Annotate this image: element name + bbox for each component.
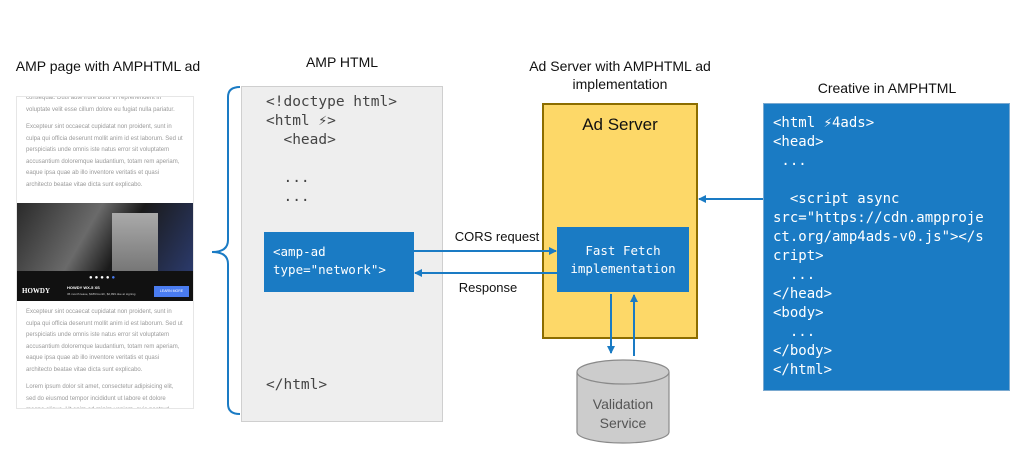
ad-banner: ●●●●● HOWDY HOWDY WX-5 XS 36 month lease… <box>17 203 193 301</box>
amp-html-title: AMP HTML <box>305 54 379 70</box>
fast-fetch-box: Fast Fetch implementation <box>557 227 689 292</box>
ad-server-title-1: Ad Server with AMPHTML ad <box>529 58 711 74</box>
amp-page-title: AMP page with AMPHTML ad <box>15 58 201 74</box>
car-photo-panel <box>112 213 158 271</box>
amp-page-mockup: consequat. Duis aute irure dolor in repr… <box>16 96 194 409</box>
validation-cylinder <box>576 359 670 444</box>
validation-service-label: Validation Service <box>592 396 654 431</box>
brace <box>211 86 241 415</box>
learn-more-button[interactable]: LEARN MORE <box>154 286 189 297</box>
code-line: <html ⚡> <box>266 113 336 129</box>
creative-code: <html ⚡4ads> <head> ... <script async sr… <box>773 115 984 378</box>
lorem-paragraph: Excepteur sint occaecat cupidatat non pr… <box>26 309 183 373</box>
ad-brand: HOWDY <box>22 287 50 295</box>
lorem-paragraph: Lorem ipsum dolor sit amet, consectetur … <box>26 384 174 408</box>
code-line: <!doctype html> <box>266 94 397 110</box>
carousel-dots[interactable]: ●●●●● <box>89 275 118 281</box>
code-line: ... <box>266 189 310 205</box>
code-line: ... <box>266 170 310 186</box>
lorem-paragraph: consequat. Duis aute irure dolor in repr… <box>26 96 175 113</box>
ad-headline: HOWDY WX-5 XS <box>67 285 100 290</box>
lorem-paragraph: Excepteur sint occaecat cupidatat non pr… <box>26 124 183 188</box>
amp-ad-element: <amp-ad type="network"> <box>264 232 414 292</box>
response-label: Response <box>458 280 518 295</box>
ad-server-box: Ad Server <box>542 103 698 339</box>
ad-footer: HOWDY HOWDY WX-5 XS 36 month lease, $189… <box>17 283 193 301</box>
ad-server-title-2: implementation <box>572 76 668 92</box>
creative-box: <html ⚡4ads> <head> ... <script async sr… <box>763 103 1010 391</box>
creative-title: Creative in AMPHTML <box>817 80 957 96</box>
cors-request-label: CORS request <box>454 229 540 244</box>
ad-subline: 36 month lease, $189/month, $2,999 due a… <box>67 292 136 296</box>
amp-html-closing: </html> <box>266 377 328 393</box>
ad-server-label: Ad Server <box>582 115 658 134</box>
amp-html-code-top: <!doctype html> <html ⚡> <head> ... ... <box>266 93 397 207</box>
code-line: <head> <box>266 132 336 148</box>
car-image <box>17 203 193 271</box>
